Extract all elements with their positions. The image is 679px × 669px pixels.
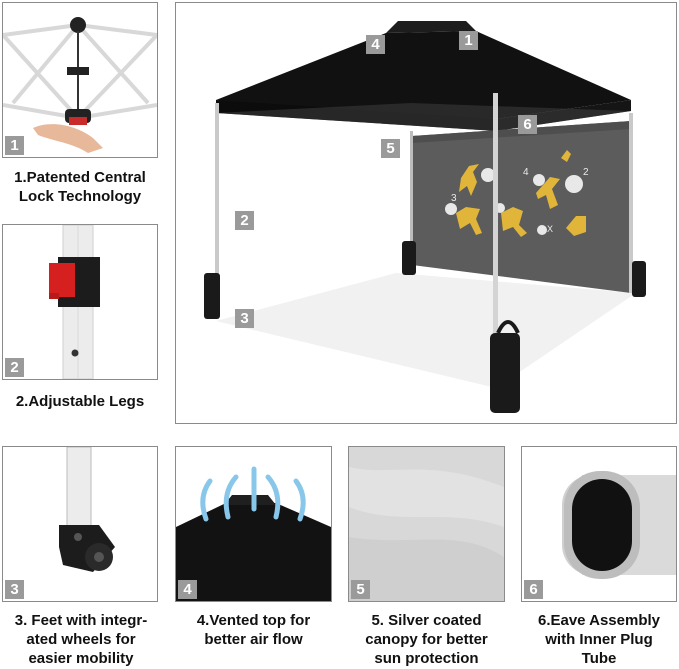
silver-fabric-illustration [349,447,504,601]
vented-top-illustration [176,466,331,601]
number-badge: 2 [5,358,24,377]
sidewall-x: X [547,224,553,234]
number-badge: 5 [351,580,370,599]
panel-eave-assembly: 6 [521,446,677,602]
panel-feet-wheels: 3 [2,446,158,602]
number-badge: 1 [5,136,24,155]
sidewall-number-4: 4 [523,167,529,178]
callout-4: 4 [366,35,385,54]
eave-tube-illustration [562,471,676,579]
callout-3: 3 [235,309,254,328]
adjustable-leg-illustration [49,225,100,379]
panel-vented-top: 4 [175,446,332,602]
sidewall-number-2: 2 [583,167,589,178]
callout-1: 1 [459,31,478,50]
panel-central-lock: 1 [2,2,158,158]
callout-6: 6 [518,115,537,134]
feet-wheel-illustration [59,447,115,572]
number-badge: 4 [178,580,197,599]
callout-5: 5 [381,139,400,158]
caption-silver-canopy: 5. Silver coated canopy for better sun p… [365,612,488,667]
caption-vented-top: 4.Vented top for better air flow [196,612,311,648]
caption-central-lock: 1.Patented Central Lock Technology [14,169,146,205]
number-badge: 6 [524,580,543,599]
number-badge: 3 [5,580,24,599]
panel-silver-canopy: 5 [348,446,505,602]
panel-main-tent: 3 4 2 X 4 1 6 5 2 3 [175,2,677,424]
panel-adjustable-legs: 2 [2,224,158,380]
caption-eave-assembly: 6.Eave Assembly with Inner Plug Tube [537,612,661,667]
sidewall-number-3: 3 [451,193,457,204]
callout-2: 2 [235,211,254,230]
caption-adjustable-legs: 2.Adjustable Legs [15,393,145,410]
lock-frame-illustration [3,17,157,153]
caption-feet-wheels: 3. Feet with integr- ated wheels for eas… [14,612,148,667]
